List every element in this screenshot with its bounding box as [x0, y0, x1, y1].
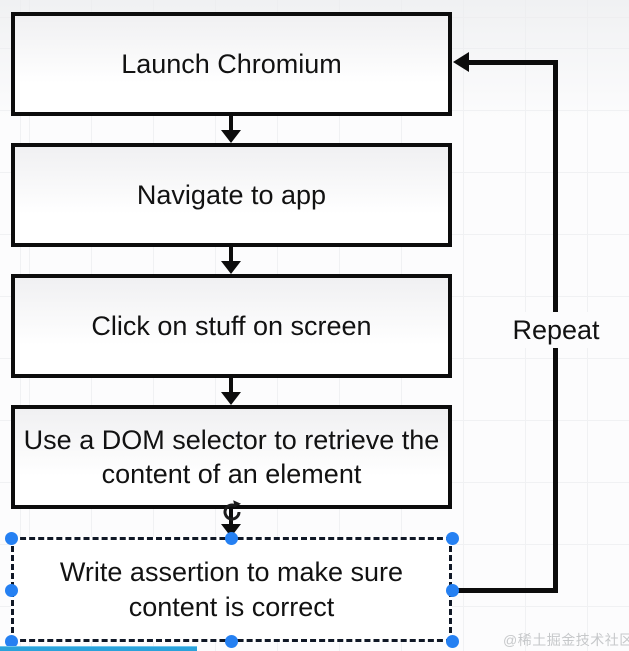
connector-3-arrowhead-icon — [221, 392, 241, 405]
selection-handle-top-middle[interactable] — [224, 531, 238, 545]
flow-node-label: Launch Chromium — [121, 48, 342, 79]
repeat-connector-top-segment[interactable] — [468, 60, 558, 65]
selection-handle-bottom-left[interactable] — [4, 634, 18, 648]
flow-node-write-assertion-selected[interactable]: Write assertion to make sure content is … — [11, 537, 452, 642]
flow-node-navigate-to-app[interactable]: Navigate to app — [11, 143, 452, 247]
connector-1-stem[interactable] — [229, 113, 233, 132]
flow-node-label: Navigate to app — [136, 179, 327, 210]
flow-node-label: Use a DOM selector to retrieve the — [23, 424, 440, 455]
flow-node-dom-selector[interactable]: Use a DOM selector to retrieve the conte… — [11, 405, 452, 509]
selection-handle-top-left[interactable] — [4, 531, 18, 545]
video-progress-bar[interactable] — [0, 646, 197, 651]
selection-handle-bottom-middle[interactable] — [224, 634, 238, 648]
connector-3-stem[interactable] — [229, 376, 233, 394]
selection-handle-top-right[interactable] — [445, 531, 459, 545]
flow-node-label: Click on stuff on screen — [91, 310, 372, 341]
flow-node-click-on-stuff[interactable]: Click on stuff on screen — [11, 274, 452, 378]
flow-node-launch-chromium[interactable]: Launch Chromium — [11, 12, 452, 116]
selection-handle-middle-right[interactable] — [445, 583, 459, 597]
repeat-connector-arrowhead-icon — [453, 52, 469, 72]
repeat-connector-label[interactable]: Repeat — [500, 312, 612, 348]
connector-1-arrowhead-icon — [221, 130, 241, 143]
connector-2-stem[interactable] — [229, 245, 233, 263]
flow-node-label: content is correct — [128, 591, 335, 622]
repeat-connector-bottom-segment[interactable] — [454, 588, 558, 593]
connector-4-stem[interactable] — [229, 507, 233, 526]
selection-handle-bottom-right[interactable] — [445, 634, 459, 648]
connector-2-arrowhead-icon — [221, 261, 241, 274]
selection-handle-middle-left[interactable] — [4, 583, 18, 597]
rotate-cursor-icon — [219, 499, 245, 525]
flow-node-label: Write assertion to make sure — [59, 557, 404, 588]
flow-node-label: content of an element — [101, 459, 362, 489]
watermark-text: @稀土掘金技术社区 — [503, 632, 629, 648]
